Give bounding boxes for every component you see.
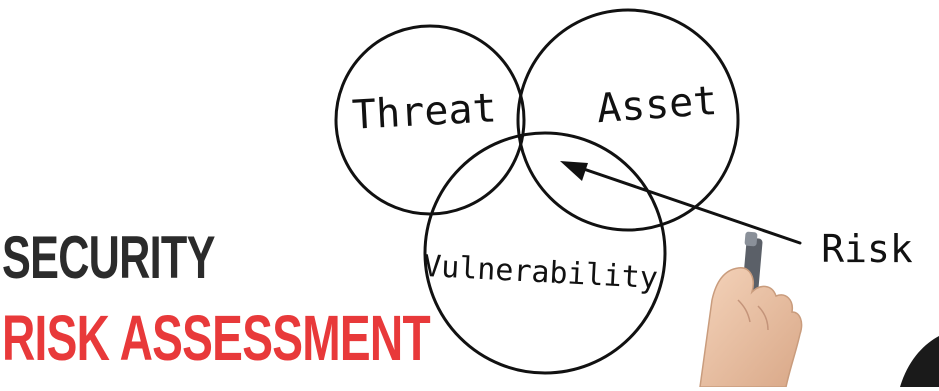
asset-label: Asset — [595, 78, 718, 132]
sleeve — [900, 336, 939, 387]
vulnerability-circle — [423, 131, 667, 375]
title-risk-assessment: RISK ASSESSMENT — [2, 302, 431, 374]
hand-with-marker-illustration — [699, 231, 939, 388]
threat-label: Threat — [351, 85, 498, 138]
hand — [699, 267, 803, 388]
risk-arrow — [560, 161, 802, 245]
risk-label: Risk — [821, 227, 913, 271]
title-security: SECURITY — [2, 224, 215, 291]
vulnerability-label: Vulnerability — [422, 249, 658, 296]
asset-circle — [516, 8, 740, 232]
